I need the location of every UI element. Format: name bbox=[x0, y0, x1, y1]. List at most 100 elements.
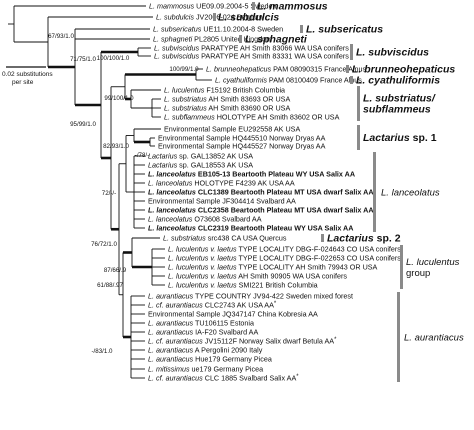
clade-bar-c11 bbox=[400, 245, 403, 289]
support-value-s0: 67/93/1.0 bbox=[48, 33, 74, 40]
clade-label-line-c6-0: L. cyathuliformis bbox=[356, 75, 440, 87]
clade-label-line-c10-0: Lactarius sp. 2 bbox=[327, 233, 401, 245]
tip-label-t20: Environmental Sample JF304414 Svalbard A… bbox=[148, 197, 296, 206]
tip-label-t15: Lactarius sp. GAL13852 AK USA bbox=[148, 152, 253, 161]
tip-taxon-t22: L. lanceolatus bbox=[148, 215, 193, 224]
clade-label-line-c0-0: L. mammosus bbox=[257, 1, 328, 13]
clade-bar-c9 bbox=[373, 152, 376, 232]
tip-voucher-t2: UE11.10.2004-8 Sweden bbox=[201, 25, 283, 34]
clade-label-c5: L. brunneohepaticus bbox=[352, 64, 455, 76]
tree-branches bbox=[8, 5, 212, 379]
clade-label-line-c1-0: L. subdulcis bbox=[218, 12, 279, 24]
clade-bar-c6 bbox=[350, 76, 353, 84]
tip-voucher-t20: Environmental Sample JF304414 Svalbard A… bbox=[148, 197, 296, 206]
support-value-s8: 72/-/- bbox=[102, 190, 116, 197]
tip-star-t39: * bbox=[296, 374, 299, 380]
tip-label-t30: L. aurantiacus TYPE COUNTRY JV94-422 Swe… bbox=[148, 292, 353, 301]
tip-voucher-t33: TU106115 Estonia bbox=[193, 319, 254, 328]
support-value-s7: -/78/- bbox=[135, 152, 149, 159]
clade-bar-c4 bbox=[350, 44, 353, 60]
tip-voucher-t15: sp. GAL13852 AK USA bbox=[177, 152, 253, 161]
tip-taxon-t30: L. aurantiacus bbox=[148, 292, 194, 301]
tip-voucher-t34: IA-F20 Svalbard AA bbox=[193, 328, 258, 337]
tip-taxon-t10: L. substriatus bbox=[164, 104, 207, 113]
tip-taxon-t39: L. cf. aurantiacus bbox=[148, 374, 203, 383]
tip-label-t16: Lactarius sp. GAL18553 AK USA bbox=[148, 161, 253, 170]
tip-label-t38: L. mitissimus ue179 Germany Picea bbox=[148, 365, 263, 374]
tip-voucher-t9: AH Smith 83693 OR USA bbox=[207, 95, 291, 104]
clade-label-c8: Lactarius sp. 1 bbox=[363, 132, 437, 144]
clade-label-line-c7-1: subflammeus bbox=[363, 104, 431, 116]
tip-voucher-t31: CLC2743 AK USA AA bbox=[203, 301, 274, 310]
tip-label-t28: L. luculentus v. laetus AH Smith 90905 W… bbox=[168, 272, 347, 281]
tip-taxon-t15: Lactarius bbox=[148, 152, 178, 161]
tip-voucher-t12: Environmental Sample EU292558 AK USA bbox=[164, 125, 300, 134]
tip-taxon-t2: L. subsericatus bbox=[153, 25, 202, 34]
tip-taxon-t6: L. brunneohepaticus bbox=[206, 65, 272, 74]
tip-label-t29: L. luculentus v. laetus SMI221 British C… bbox=[168, 281, 318, 290]
clade-label-c10: Lactarius sp. 2 bbox=[327, 233, 401, 245]
tip-voucher-t37: Hue179 Germany Picea bbox=[193, 355, 272, 364]
tip-voucher-t35: JV15112F Norway Salix dwarf Betula AA bbox=[203, 337, 335, 346]
tip-label-t9: L. substriatus AH Smith 83693 OR USA bbox=[164, 95, 290, 104]
tip-label-t1: L. subdulcis JV2006-024 Belgium bbox=[156, 13, 263, 22]
clade-bar-c12 bbox=[397, 292, 400, 382]
tip-label-t18: L. lanceolatus HOLOTYPE F4239 AK USA AA bbox=[148, 179, 295, 188]
tip-label-t7: L. cyathuliformis PAM 08100409 France Al… bbox=[215, 76, 362, 85]
scale-bar-label-line1: 0.02 substitutions bbox=[2, 71, 53, 78]
tip-taxon-t9: L. substriatus bbox=[164, 95, 207, 104]
tip-taxon-t27: L. luculentus v. laetus bbox=[168, 263, 237, 272]
clade-label-line-c11-0: L. luculentus bbox=[406, 257, 460, 268]
tip-label-t26: L. luculentus v. laetus TYPE LOCALITY DB… bbox=[168, 254, 401, 263]
tip-label-t6: L. brunneohepaticus PAM 08090315 France … bbox=[206, 65, 367, 74]
tip-voucher-t17: EB105-13 Beartooth Plateau WY USA Salix … bbox=[196, 170, 355, 179]
tip-label-t10: L. substriatus AH Smith 83690 OR USA bbox=[164, 104, 290, 113]
tip-taxon-t4: L. subviscidus bbox=[154, 44, 200, 53]
tip-voucher-t1: JV2006-024 Belgium bbox=[194, 13, 263, 22]
tip-voucher-t18: HOLOTYPE F4239 AK USA AA bbox=[192, 179, 294, 188]
tip-taxon-t18: L. lanceolatus bbox=[148, 179, 193, 188]
tip-voucher-t3: PL2805 United Kingdom bbox=[192, 35, 272, 44]
tip-taxon-t25: L. luculentus v. laetus bbox=[168, 245, 237, 254]
support-value-s5: 95/99/1.0 bbox=[70, 121, 96, 128]
tip-taxon-t33: L. aurantiacus bbox=[148, 319, 194, 328]
tip-label-t22: L. lanceolatus O73608 Svalbard AA bbox=[148, 215, 262, 224]
tip-voucher-t32: Environmental Sample JQ347147 China Kobr… bbox=[148, 310, 318, 319]
tip-label-t14: Environmental Sample HQ445527 Norway Dry… bbox=[158, 142, 326, 151]
tip-voucher-t7: PAM 08100409 France Alnus bbox=[267, 76, 362, 85]
clade-label-c9: L. lanceolatus bbox=[381, 188, 440, 199]
tip-taxon-t37: L. aurantiacus bbox=[148, 355, 194, 364]
clade-bar-c3 bbox=[239, 35, 242, 43]
support-value-s3: 100/99/1.0 bbox=[169, 66, 199, 73]
tip-label-t33: L. aurantiacus TU106115 Estonia bbox=[148, 319, 254, 328]
tip-label-t34: L. aurantiacus IA-F20 Svalbard AA bbox=[148, 328, 258, 337]
tip-label-t12: Environmental Sample EU292558 AK USA bbox=[164, 125, 300, 134]
tip-voucher-t25: TYPE LOCALITY DBG-F-024643 CO USA conife… bbox=[237, 245, 402, 254]
tip-label-t23: L. lanceolatus CLC2319 Beartooth Plateau… bbox=[148, 224, 353, 233]
tip-label-t39: L. cf. aurantiacus CLC 1885 Svalbard Sal… bbox=[148, 374, 299, 383]
clade-label-c6: L. cyathuliformis bbox=[356, 75, 440, 87]
tip-label-t5: L. subviscidus PARATYPE AH Smith 83331 W… bbox=[154, 52, 349, 61]
tip-label-t2: L. subsericatus UE11.10.2004-8 Sweden bbox=[153, 25, 283, 34]
tip-voucher-t10: AH Smith 83690 OR USA bbox=[207, 104, 291, 113]
tip-label-t31: L. cf. aurantiacus CLC2743 AK USA AA* bbox=[148, 301, 277, 310]
tip-voucher-t13: Environmental Sample HQ445510 Norway Dry… bbox=[158, 134, 326, 143]
support-value-s11: 61/88/.97 bbox=[97, 282, 123, 289]
tip-label-t17: L. lanceolatus EB105-13 Beartooth Platea… bbox=[148, 170, 355, 179]
tip-voucher-t16: sp. GAL18553 AK USA bbox=[177, 161, 253, 170]
support-value-s9: 76/72/1.0 bbox=[91, 241, 117, 248]
tip-voucher-t36: A Pergolini 2090 Italy bbox=[193, 346, 263, 355]
tip-taxon-t28: L. luculentus v. laetus bbox=[168, 272, 237, 281]
tip-voucher-t27: TYPE LOCALITY AH Smith 79943 OR USA bbox=[237, 263, 378, 272]
tip-taxon-t21: L. lanceolatus bbox=[148, 206, 196, 215]
clade-label-line-c2-0: L. subsericatus bbox=[306, 24, 383, 36]
clade-bar-c7 bbox=[357, 86, 360, 121]
tip-voucher-t11: HOLOTYPE AH Smith 83602 OR USA bbox=[215, 113, 340, 122]
tip-taxon-t11: L. subflammeus bbox=[164, 113, 215, 122]
tip-taxon-t1: L. subdulcis bbox=[156, 13, 194, 22]
tip-voucher-t22: O73608 Svalbard AA bbox=[192, 215, 261, 224]
clade-label-line-c9-0: L. lanceolatus bbox=[381, 188, 440, 199]
